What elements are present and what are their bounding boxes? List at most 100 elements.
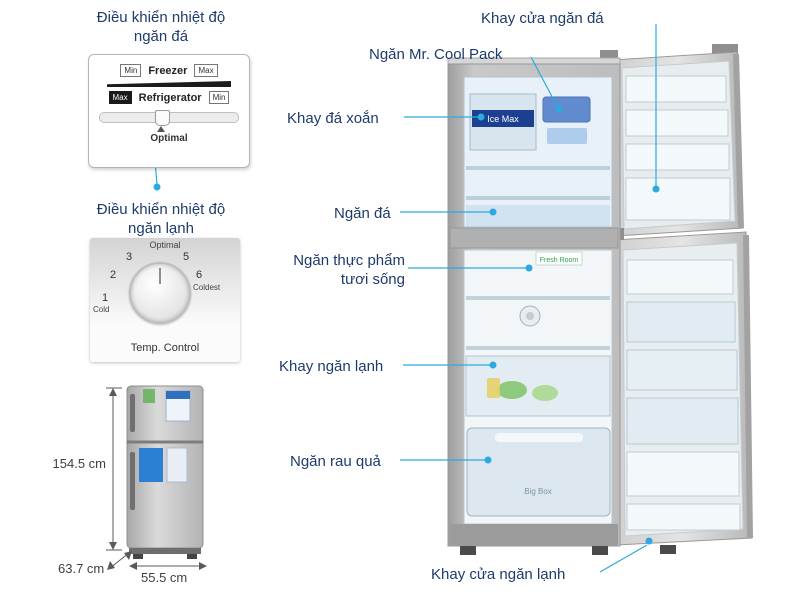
bottle-item bbox=[487, 378, 500, 398]
cool-pack-small bbox=[547, 128, 587, 144]
label-freezer-door-tray: Khay cửa ngăn đá bbox=[481, 10, 604, 27]
arrow-depth-near bbox=[107, 561, 115, 570]
label-line: Điều khiển nhiệt độ bbox=[96, 9, 226, 26]
foot bbox=[660, 545, 676, 554]
small-foot bbox=[133, 554, 143, 559]
fridge-door-edge bbox=[743, 235, 753, 538]
dot-twist-ice-tray bbox=[477, 113, 485, 121]
freezer-row: Min Freezer Max bbox=[89, 64, 249, 77]
foot bbox=[460, 546, 476, 555]
arrow-down bbox=[109, 542, 117, 550]
feature-sticker bbox=[139, 448, 163, 482]
arrow-left bbox=[129, 562, 137, 570]
arrow-up bbox=[109, 388, 117, 396]
dot-fridge-tray bbox=[489, 361, 497, 369]
fridge-door-bin bbox=[626, 259, 734, 295]
vegetable-item bbox=[532, 385, 558, 401]
dimension-annotations bbox=[106, 387, 207, 570]
label-line: ngăn lạnh bbox=[128, 220, 194, 237]
leader-fridge-door-tray bbox=[599, 544, 648, 573]
max-tag-dark: Max bbox=[108, 91, 132, 104]
temp-dial-knob bbox=[129, 262, 191, 324]
fridge-door-bin bbox=[626, 451, 740, 497]
max-tag: Max bbox=[194, 64, 218, 77]
dial-coldest-label: Coldest bbox=[193, 283, 221, 292]
label-fridge-tray: Khay ngăn lạnh bbox=[279, 358, 384, 375]
small-fridge-base bbox=[129, 548, 201, 554]
arrow-depth-far bbox=[124, 551, 132, 560]
fridge-open-illustration: Ice Max Fresh Room Big Box bbox=[447, 44, 753, 555]
fridge-closed-photo bbox=[126, 385, 204, 559]
fridge-door-bin bbox=[626, 503, 741, 531]
temp-slider-thumb bbox=[155, 110, 170, 126]
label-freezer-temp-control: Điều khiển nhiệt độ ngăn đá bbox=[70, 8, 252, 46]
dot-veg-box bbox=[484, 456, 492, 464]
dot-cool-pack bbox=[555, 105, 563, 113]
label-veg-box: Ngăn rau quả bbox=[290, 453, 381, 470]
dial-number-2: 2 bbox=[110, 269, 117, 281]
dial-number-1: 1 bbox=[102, 292, 109, 304]
dimension-height: 154.5 cm bbox=[52, 456, 106, 471]
vegetable-item bbox=[497, 381, 527, 399]
sticker bbox=[143, 389, 155, 403]
min-tag: Min bbox=[120, 64, 142, 77]
shelf-line bbox=[466, 346, 610, 350]
level-wedge bbox=[107, 81, 231, 87]
leader-cool-pack bbox=[530, 56, 558, 107]
dial-pointer-icon bbox=[159, 268, 161, 284]
dimension-width: 55.5 cm bbox=[141, 570, 188, 585]
leader-dots bbox=[153, 105, 660, 545]
freezer-drawer bbox=[466, 205, 610, 227]
dot-freezer bbox=[489, 208, 497, 216]
leader-lines bbox=[153, 24, 657, 573]
label-cool-pack: Ngăn Mr. Cool Pack bbox=[369, 46, 503, 63]
optimal-marker-icon bbox=[157, 126, 165, 132]
dot-freezer-door-tray bbox=[652, 185, 660, 193]
freezer-label: Freezer bbox=[148, 64, 188, 77]
dot-fridge-door-tray bbox=[645, 537, 653, 545]
fridge-door-bin bbox=[626, 349, 738, 391]
cabinet-base bbox=[450, 524, 618, 546]
foot bbox=[592, 546, 608, 555]
freezer-door-bin bbox=[625, 177, 731, 221]
small-fridge-handle bbox=[130, 452, 135, 510]
dial-number-6: 6 bbox=[196, 269, 203, 281]
refrigerator-label: Refrigerator bbox=[138, 91, 202, 104]
small-fridge-handle bbox=[130, 394, 135, 432]
label-freezer: Ngăn đá bbox=[334, 205, 391, 222]
freezer-door-bin bbox=[625, 143, 730, 171]
dial-number-5: 5 bbox=[183, 251, 190, 263]
small-fridge-body bbox=[126, 385, 204, 549]
freezer-control-panel: Min Freezer Max Max Refrigerator Min Opt… bbox=[88, 54, 250, 168]
optimal-label: Optimal bbox=[150, 133, 188, 144]
temp-control-dial-panel: Optimal 3 5 2 6 1 Cold Coldest Temp. Con… bbox=[90, 238, 240, 362]
shelf-line bbox=[466, 296, 610, 300]
label-line: ngăn đá bbox=[133, 28, 189, 45]
shelf-line bbox=[466, 196, 610, 200]
small-foot bbox=[187, 554, 197, 559]
fridge-door-bin bbox=[626, 301, 736, 343]
arrow-right bbox=[199, 562, 207, 570]
ice-max-text: Ice Max bbox=[487, 114, 519, 124]
vegetable-drawer bbox=[466, 427, 611, 517]
interior-dial-center bbox=[526, 312, 534, 320]
dial-caption: Temp. Control bbox=[130, 342, 200, 354]
label-fridge-temp-control: Điều khiển nhiệt độ ngăn lạnh bbox=[70, 200, 252, 238]
label-line: tươi sống bbox=[340, 271, 405, 288]
big-box-text: Big Box bbox=[524, 487, 552, 496]
label-fridge-door-tray: Khay cửa ngăn lạnh bbox=[431, 566, 566, 583]
cool-pack bbox=[542, 96, 591, 123]
dimension-depth: 63.7 cm bbox=[58, 561, 105, 576]
fresh-room-badge bbox=[535, 251, 583, 266]
temp-slider-track bbox=[99, 110, 239, 126]
freezer-door-edge bbox=[733, 54, 744, 228]
label-fresh-food: Ngăn thực phẩm tươi sống bbox=[263, 251, 405, 289]
dial-cold-label: Cold bbox=[93, 305, 110, 314]
label-twist-ice-tray: Khay đá xoắn bbox=[287, 110, 379, 127]
spec-sticker bbox=[166, 447, 188, 483]
label-line: Điều khiển nhiệt độ bbox=[96, 201, 226, 218]
fridge-door-bin bbox=[626, 397, 739, 445]
fresh-room-text: Fresh Room bbox=[540, 257, 579, 264]
